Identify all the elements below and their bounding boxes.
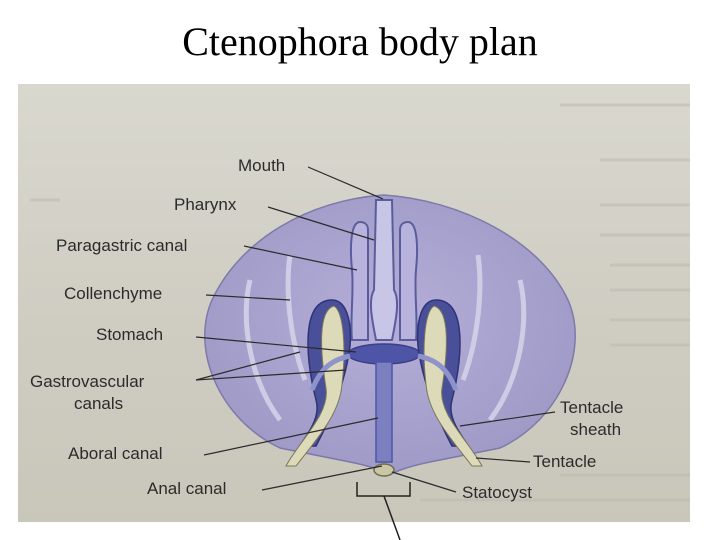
label-anal-canal: Anal canal <box>147 479 226 498</box>
label-tentacle: Tentacle <box>533 452 596 471</box>
pharynx-shape <box>369 199 399 341</box>
label-gastrovascular-canals-line1: Gastrovascular <box>30 372 145 391</box>
label-tentacle-sheath-line1: Tentacle <box>560 398 623 417</box>
anal-canal-shape <box>373 463 395 477</box>
label-mouth: Mouth <box>238 156 285 175</box>
gastrovascular-canal-branches <box>309 353 459 391</box>
meridional-canals <box>243 254 527 422</box>
label-paragastric-canal: Paragastric canal <box>56 236 187 255</box>
paragastric-canal-right <box>399 220 418 341</box>
label-gastrovascular-canals-line2: canals <box>74 394 123 413</box>
axis-arrow-line <box>383 495 401 540</box>
leader-lines <box>195 166 556 493</box>
label-stomach: Stomach <box>96 325 163 344</box>
label-statocyst: Statocyst <box>462 483 532 502</box>
label-tentacle-sheath-line2: sheath <box>570 420 621 439</box>
slide-title: Ctenophora body plan <box>182 19 538 64</box>
stomach-shape <box>347 343 421 365</box>
label-aboral-canal: Aboral canal <box>68 444 163 463</box>
background-page-texture <box>30 103 690 502</box>
paragastric-canal-left <box>350 220 369 341</box>
aboral-canal-shape <box>375 361 393 463</box>
label-collenchyme: Collenchyme <box>64 284 162 303</box>
label-pharynx: Pharynx <box>174 195 237 214</box>
statocyst-bracket <box>356 482 411 497</box>
